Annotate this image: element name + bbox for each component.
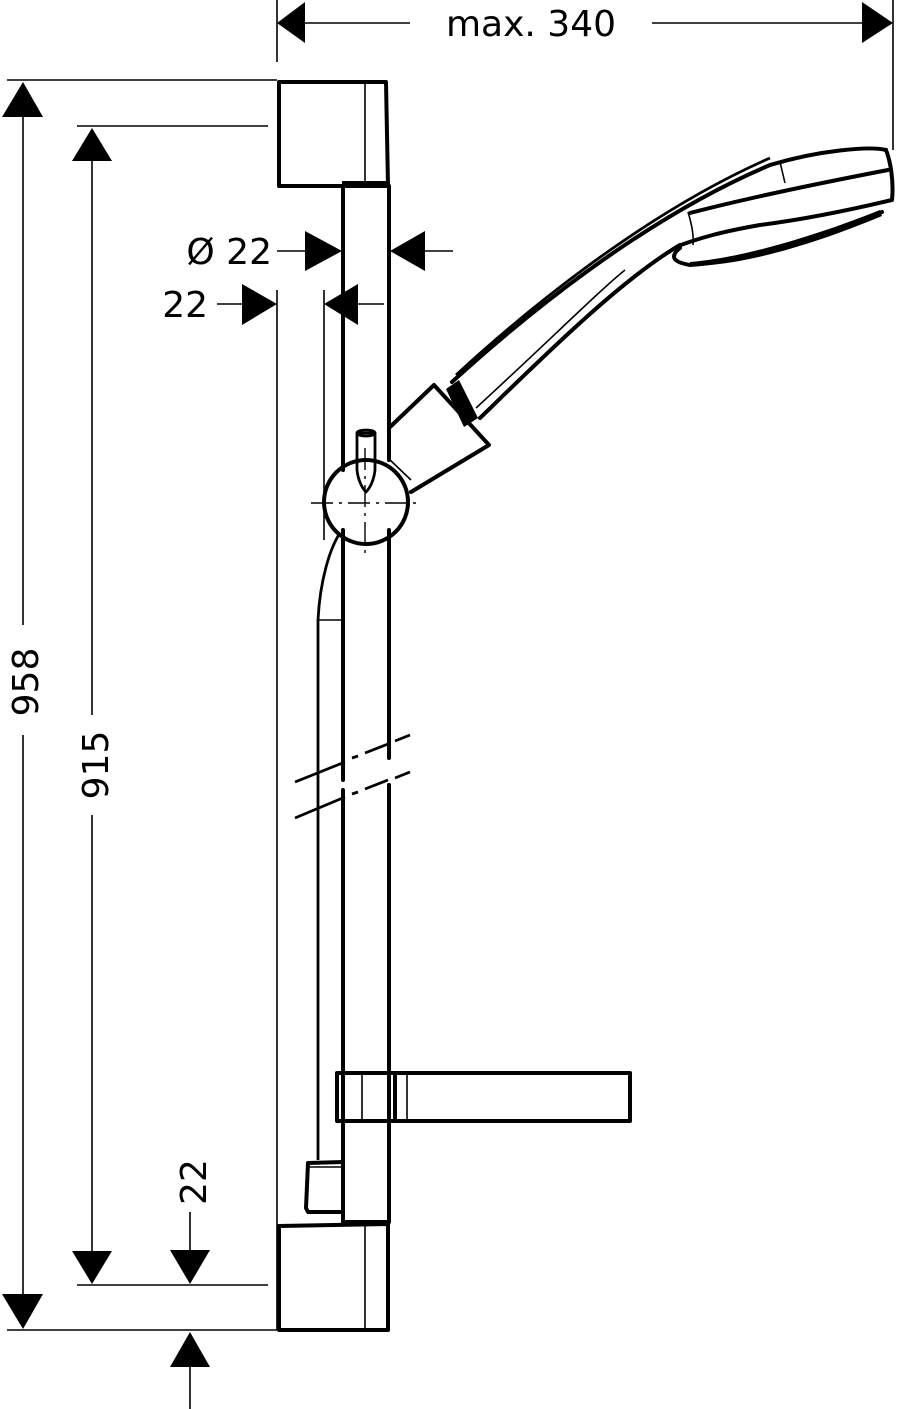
hand-shower <box>446 146 895 427</box>
arrow-down-icon <box>72 1251 112 1284</box>
arrow-down-icon <box>170 1250 210 1284</box>
arrow-up-icon <box>2 82 43 117</box>
arrow-up-icon <box>72 128 112 161</box>
label-bottom-offset: 22 <box>174 1159 215 1205</box>
bottom-wall-bracket <box>277 1220 390 1332</box>
label-max-reach: max. 340 <box>446 4 616 45</box>
label-overall-height: 958 <box>6 648 47 717</box>
label-bar-diameter: Ø 22 <box>186 232 272 273</box>
arrow-down-icon <box>2 1294 43 1329</box>
arrow-right-icon <box>862 2 893 43</box>
dimension-overall-height: 958 <box>2 79 277 1331</box>
soap-dish <box>335 1071 632 1123</box>
break-marks <box>294 733 411 820</box>
dimension-wall-offset: 22 <box>162 284 384 326</box>
arrow-right-icon <box>305 231 342 271</box>
label-mount-spacing: 915 <box>76 731 117 800</box>
slider-holder <box>311 383 491 556</box>
dimension-mount-spacing: 915 <box>72 125 268 1286</box>
dimension-bar-diameter: Ø 22 <box>186 231 453 273</box>
dimension-max-reach: max. 340 <box>276 0 894 150</box>
label-wall-offset: 22 <box>162 285 208 326</box>
slide-bar <box>294 184 411 1224</box>
arrow-left-icon <box>277 2 305 43</box>
arrow-right-icon <box>242 284 277 325</box>
shower-hose <box>304 532 345 1214</box>
arrow-left-icon <box>390 231 425 271</box>
dimension-bottom-offset: 22 <box>170 1159 215 1409</box>
arrow-up-icon <box>170 1332 210 1367</box>
top-wall-bracket <box>277 80 390 188</box>
